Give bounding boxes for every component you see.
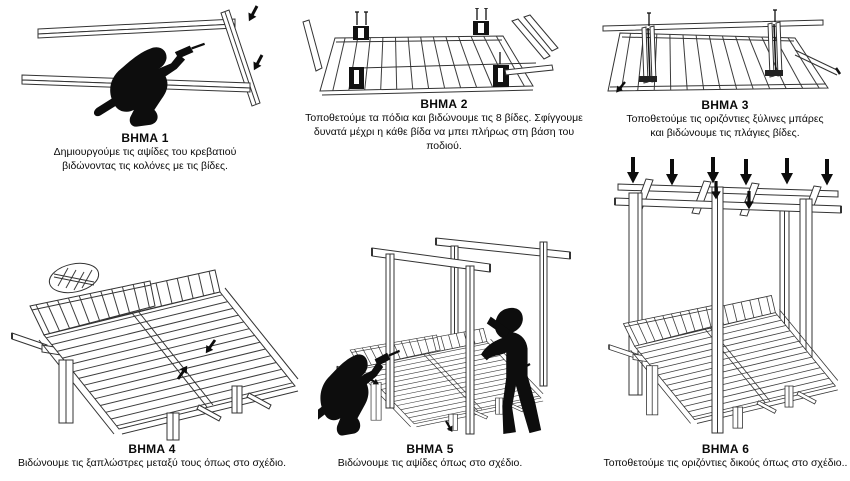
step-4-caption: ΒΗΜΑ 4 Βιδώνουμε τις ξαπλώστρες μεταξύ τ… [2, 442, 302, 471]
step-6-title: ΒΗΜΑ 6 [701, 442, 750, 456]
press-arrow-icon [707, 157, 719, 184]
step-3-caption: ΒΗΜΑ 3 Τοποθετούμε τις οριζόντιες ξύλινε… [598, 98, 850, 141]
step-2-caption: ΒΗΜΑ 2 Τοποθετούμε τα πόδια και βιδώνουμ… [298, 97, 590, 154]
step-3-description: Τοποθετούμε τις οριζόντιες ξύλινες μπάρε… [626, 113, 824, 139]
screw-arrow-icon [249, 52, 266, 73]
step-1-title: ΒΗΜΑ 1 [121, 131, 169, 145]
press-arrow-icon [627, 157, 639, 184]
leg-bracket [353, 11, 369, 40]
step-2-title: ΒΗΜΑ 2 [420, 97, 468, 111]
step-6-description: Τοποθετούμε τις οριζόντιες δικούς όπως σ… [603, 457, 848, 469]
step-5-title: ΒΗΜΑ 5 [406, 442, 454, 456]
step-1-description: Δημιουργούμε τις αψίδες του κρεβατιού βι… [53, 146, 237, 172]
corner-post [765, 9, 783, 78]
leg-bracket [349, 67, 364, 89]
screw-arrow-icon [244, 5, 261, 24]
leg-bracket [473, 8, 489, 35]
step-2-illustration [302, 8, 559, 96]
magnifier-detail-icon [48, 262, 100, 294]
step-6-illustration [608, 157, 842, 434]
step-1-caption: ΒΗΜΑ 1 Δημιουργούμε τις αψίδες του κρεβα… [15, 131, 275, 174]
step-3-title: ΒΗΜΑ 3 [701, 98, 749, 112]
corner-post [639, 12, 657, 84]
press-arrow-icon [666, 159, 678, 186]
press-arrow-icon [821, 159, 833, 186]
step-4-illustration [11, 262, 299, 441]
step-5-caption: ΒΗΜΑ 5 Βιδώνουμε τις αψίδες όπως στο σχέ… [310, 442, 550, 471]
step-4-description: Βιδώνουμε τις ξαπλώστρες μεταξύ τους όπω… [17, 457, 287, 469]
step-1-illustration [21, 5, 266, 128]
step-5-illustration [318, 237, 571, 437]
press-arrow-icon [781, 158, 793, 185]
step-5-description: Βιδώνουμε τις αψίδες όπως στο σχέδιο. [337, 457, 523, 469]
step-2-description: Τοποθετούμε τα πόδια και βιδώνουμε τις 8… [305, 112, 583, 152]
step-3-illustration [602, 9, 842, 95]
press-arrow-icon [740, 159, 752, 186]
step-6-caption: ΒΗΜΑ 6 Τοποθετούμε τις οριζόντιες δικούς… [601, 442, 850, 471]
step-4-title: ΒΗΜΑ 4 [128, 442, 176, 456]
